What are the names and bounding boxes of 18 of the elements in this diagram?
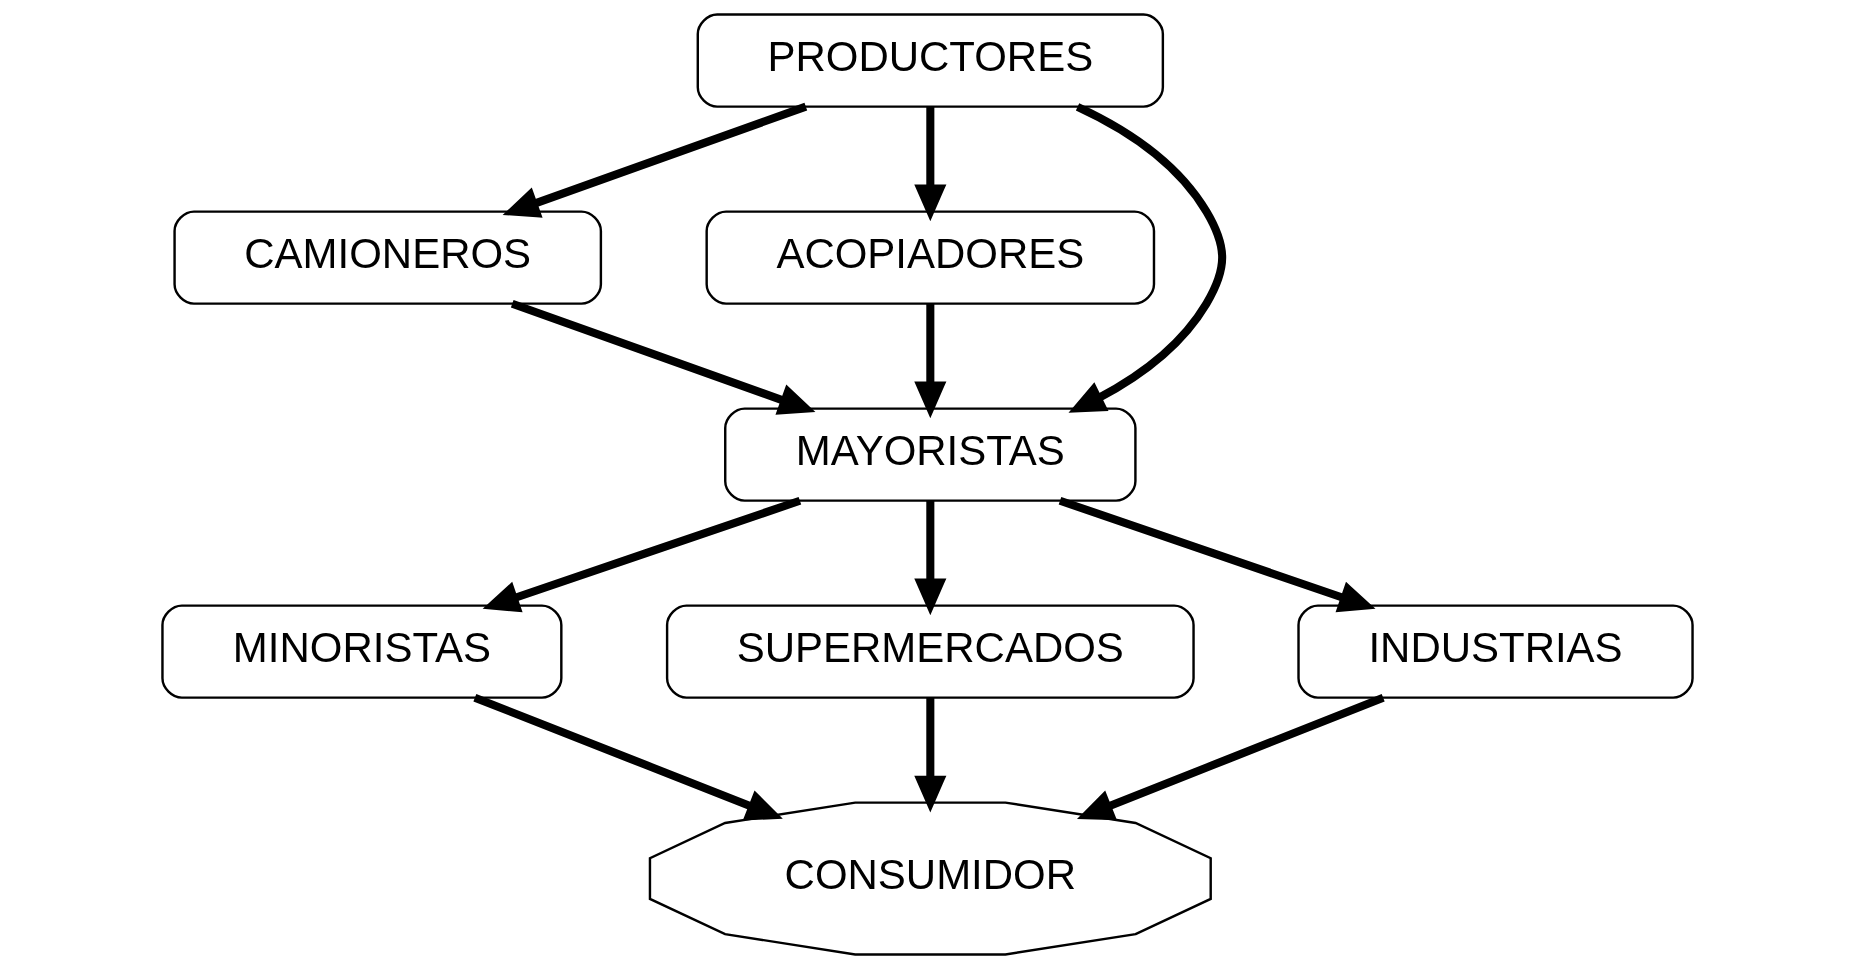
node-box: PRODUCTORES (696, 13, 1165, 108)
arrow (502, 102, 808, 218)
arrow (473, 693, 783, 821)
arrow (1068, 103, 1227, 413)
arrow (510, 299, 816, 415)
node-box: CAMIONEROS (173, 210, 603, 305)
node-box: ACOPIADORES (705, 210, 1156, 305)
arrow (914, 303, 947, 419)
arrow (482, 496, 802, 613)
node-box: MINORISTAS (161, 604, 563, 699)
node-box: MAYORISTAS (724, 407, 1137, 502)
arrow (914, 697, 947, 813)
arrow (1076, 693, 1385, 821)
arrow (914, 500, 947, 616)
arrow (914, 106, 947, 222)
node-box: SUPERMERCADOS (665, 604, 1195, 699)
node-box: INDUSTRIAS (1297, 604, 1694, 699)
arrow (1058, 496, 1376, 613)
